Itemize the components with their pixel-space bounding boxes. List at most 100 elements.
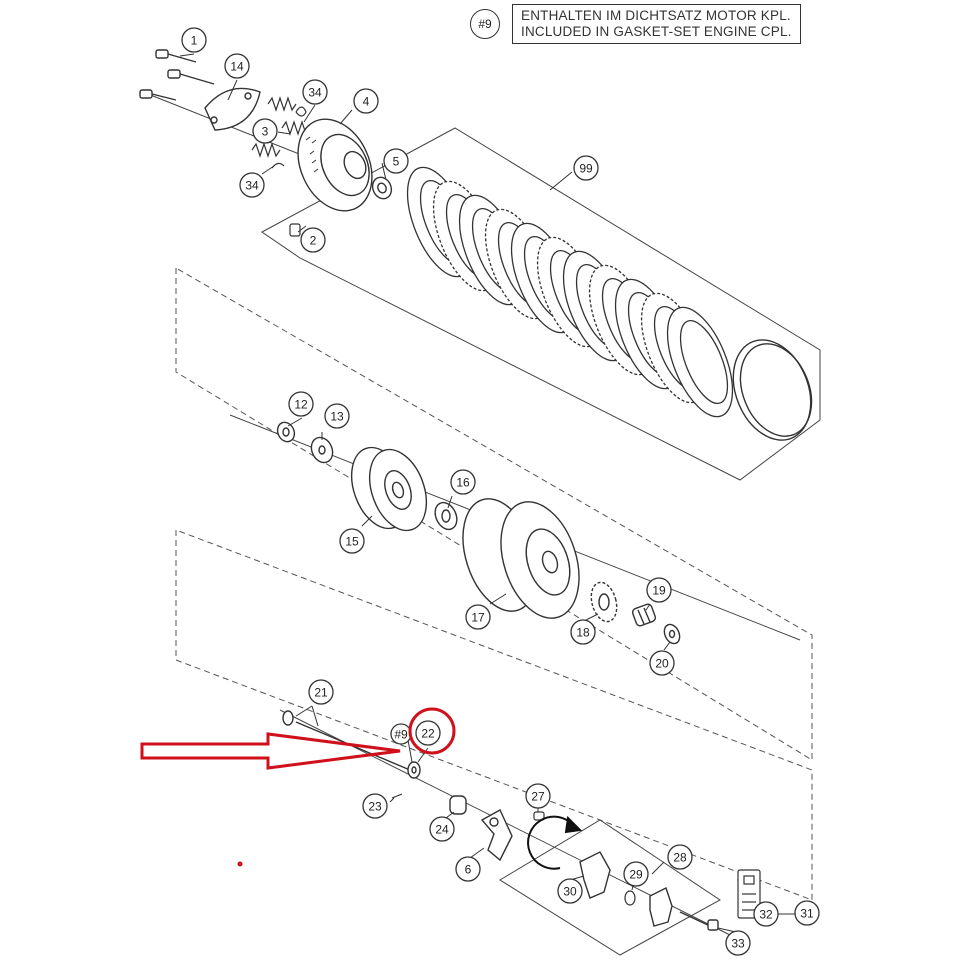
callout-circle: [239, 172, 265, 198]
bolt-1: [155, 49, 197, 63]
pin-2: [289, 223, 301, 237]
callout-circle: [465, 604, 491, 630]
callout-c34a: 34: [302, 79, 328, 105]
bolt-3: [139, 89, 177, 101]
circlip-upper: [295, 106, 307, 117]
bushing-24: [449, 795, 467, 815]
callout-circle: [573, 155, 599, 181]
callout-circle: [308, 679, 334, 705]
callout-c30: 30: [557, 878, 583, 904]
callout-c24: 24: [429, 816, 455, 842]
callout-c15: 15: [339, 528, 365, 554]
nut-12: [276, 421, 296, 443]
callout-label: 23: [368, 800, 382, 814]
red-dot-mark: [237, 861, 243, 867]
callout-label: 99: [579, 162, 593, 176]
callout-label: 3: [262, 125, 269, 139]
callout-c21: 21: [308, 679, 334, 705]
retainer-plate: [204, 87, 261, 131]
bearing-5: [371, 176, 393, 200]
washer-16: [434, 501, 458, 531]
callout-circle: [362, 793, 388, 819]
callout-label: 2: [310, 234, 317, 248]
spring-lower: [251, 142, 281, 158]
callout-c4: 4: [353, 88, 379, 114]
callout-label: 13: [330, 410, 344, 424]
callout-label: 34: [308, 86, 322, 100]
callout-label: 32: [759, 908, 773, 922]
frame-pressure-plate: [261, 127, 821, 481]
callout-c17: 17: [465, 604, 491, 630]
callout-circle: [288, 391, 314, 417]
callout-c12: 12: [288, 391, 314, 417]
callout-c99: 99: [573, 155, 599, 181]
washer-20: [663, 623, 681, 645]
callout-circle: [753, 901, 779, 927]
callout-circle: [623, 861, 649, 887]
callout-c23: 23: [362, 793, 388, 819]
callout-circle: [646, 577, 672, 603]
callout-label: 29: [629, 868, 643, 882]
callout-label: 24: [435, 823, 449, 837]
callout-circle: [252, 118, 278, 144]
outer-basket-17: [462, 498, 580, 619]
callout-label: #9: [394, 728, 408, 742]
highlight-annotations: [140, 707, 456, 770]
callout-circle: [667, 844, 693, 870]
pressure-plate: [297, 118, 373, 212]
washer-29: [624, 890, 636, 906]
frame-shift-lever: [499, 819, 721, 956]
callout-circle: [302, 79, 328, 105]
callout-circle: [557, 878, 583, 904]
callout-circle: [324, 403, 350, 429]
inner-hub-15: [350, 446, 428, 532]
callout-c9: #9: [390, 723, 412, 745]
callout-c6: 6: [455, 856, 481, 882]
callout-label: 34: [245, 179, 259, 193]
callout-c28: 28: [667, 844, 693, 870]
callout-c29: 29: [623, 861, 649, 887]
callout-circle: [415, 720, 441, 746]
callout-label: 27: [531, 790, 545, 804]
callout-circle: [525, 783, 551, 809]
highlight-arrow: [140, 732, 401, 770]
callout-c3: 3: [252, 118, 278, 144]
callout-circle: [570, 619, 596, 645]
wire-ring: [732, 339, 813, 441]
callout-c5: 5: [383, 148, 409, 174]
callout-label: 16: [456, 476, 470, 490]
callout-c22: 22: [415, 720, 441, 746]
callout-label: 28: [673, 851, 687, 865]
legend-key-bubble: #9: [470, 9, 500, 39]
spring-upper: [267, 96, 297, 112]
push-rod-21: [282, 710, 411, 771]
callout-circle: [383, 148, 409, 174]
callout-c33: 33: [725, 930, 751, 956]
callout-circle: [339, 528, 365, 554]
callout-label: 30: [563, 885, 577, 899]
callout-c31: 31: [794, 900, 820, 926]
callout-label: 6: [465, 863, 472, 877]
callout-circle: [429, 816, 455, 842]
leader-lines: [179, 53, 796, 933]
callout-c1: 1: [181, 27, 207, 53]
callout-label: 14: [230, 60, 244, 74]
callout-label: 20: [655, 657, 669, 671]
legend-line-german: ENTHALTEN IM DICHTSATZ MOTOR KPL.: [521, 8, 791, 23]
loctite-tube-32: [737, 869, 761, 919]
callout-c14: 14: [224, 53, 250, 79]
rotation-arrow: [527, 815, 583, 870]
gear-18: [590, 581, 618, 623]
callout-circle: [224, 53, 250, 79]
shift-lever-6: [480, 809, 513, 862]
callout-circle: [353, 88, 379, 114]
legend-text-box: ENTHALTEN IM DICHTSATZ MOTOR KPL. INCLUD…: [512, 4, 801, 44]
callout-circle: [450, 469, 476, 495]
callout-label: 4: [363, 95, 370, 109]
callout-label: 31: [800, 907, 814, 921]
legend-line-english: INCLUDED IN GASKET-SET ENGINE CPL.: [521, 24, 792, 39]
gasket-set-legend: #9 ENTHALTEN IM DICHTSATZ MOTOR KPL. INC…: [470, 4, 814, 44]
bolt-2: [167, 69, 215, 85]
screw-33: [679, 911, 719, 931]
